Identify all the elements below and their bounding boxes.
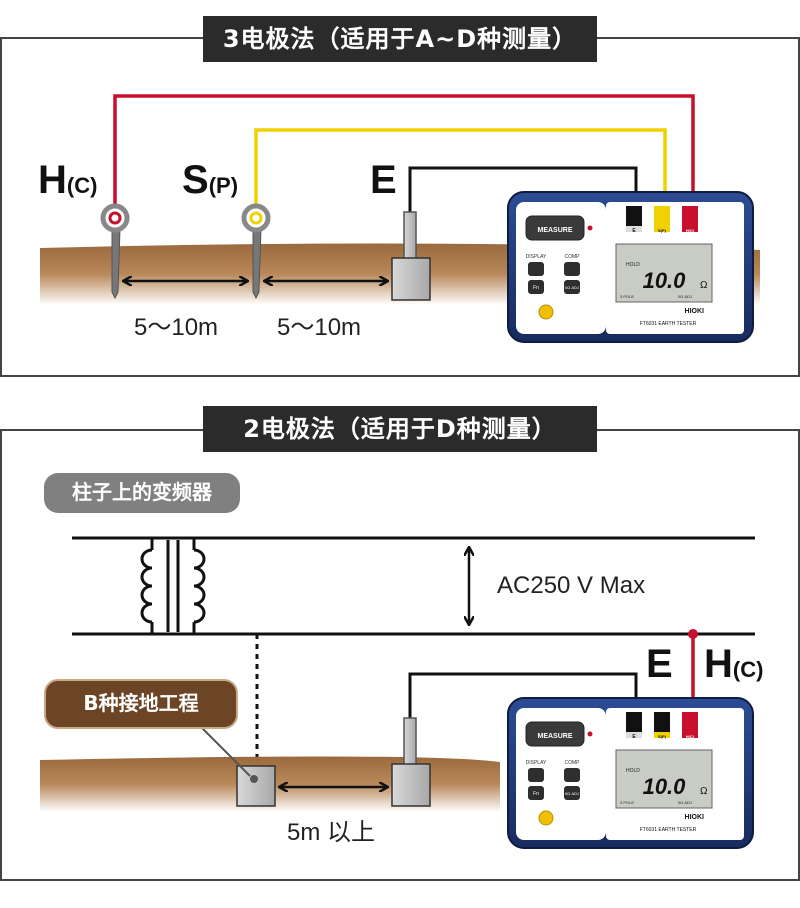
s-probe	[241, 203, 271, 300]
comp-button-label: COMP	[565, 254, 581, 260]
label-h2-sub: (C)	[732, 657, 764, 682]
lcd-zero-adj-2: 0Ω ADJ	[678, 800, 692, 805]
distance-label-3: 5m 以上	[287, 819, 376, 846]
red-wire-h	[113, 94, 695, 225]
lcd-zero-adj: 0Ω ADJ	[678, 294, 692, 299]
lcd-reading: 10.0	[643, 268, 687, 293]
h-probe	[100, 203, 130, 300]
transformer-tag: 柱子上的变频器	[44, 473, 240, 513]
earth-tester-2: MEASURE DISPLAY COMP Fn 0Ω ADJ E S(P) H(…	[507, 697, 754, 849]
lcd-reading-2: 10.0	[643, 774, 687, 799]
label-s-main: S	[182, 158, 209, 202]
b-ground-tag: B种接地工程	[44, 679, 238, 729]
b-ground-leader-dot	[250, 775, 258, 783]
panel1-title: 3电极法（适用于A~D种测量）	[203, 16, 597, 62]
zero-adj-button-label-2: 0Ω ADJ	[565, 791, 579, 796]
lcd-mode-2: 3 POLE	[620, 800, 634, 805]
measure-button-label: MEASURE	[537, 227, 572, 234]
distance-label-2: 5～10m	[277, 314, 362, 341]
b-ground-block	[236, 765, 276, 807]
terminal-e-label: E	[632, 228, 636, 234]
fn-button-label-2: Fn	[533, 791, 539, 797]
lcd-unit-2: Ω	[700, 786, 708, 797]
label-h-main: H	[38, 158, 67, 202]
label-h-sub: (C)	[66, 173, 98, 198]
display-button-label: DISPLAY	[526, 254, 547, 260]
label-s-sub: (P)	[208, 173, 239, 198]
terminal-e-label-2: E	[632, 734, 636, 740]
terminal-s-label: S(P)	[658, 228, 667, 233]
brand-label: HIOKI	[685, 308, 705, 315]
b-ground-leader	[195, 721, 251, 777]
fn-button-label: Fn	[533, 285, 539, 291]
e-electrode-2	[391, 717, 431, 807]
voltage-label: AC250 V Max	[497, 572, 646, 599]
brand-label-2: HIOKI	[685, 814, 705, 821]
label-h2-main: H	[704, 642, 733, 686]
zero-adj-button-label: 0Ω ADJ	[565, 285, 579, 290]
yellow-wire-s	[254, 128, 667, 225]
lcd-hold-2: HOLD	[626, 768, 640, 774]
label-h2: H(C)	[704, 644, 763, 690]
lcd-unit: Ω	[700, 280, 708, 291]
red-wire-junction	[688, 629, 698, 639]
model-label-2: FT6031 EARTH TESTER	[640, 827, 697, 833]
label-s: S(P)	[182, 160, 238, 206]
label-h: H(C)	[38, 160, 97, 206]
panel2-title: 2电极法（适用于D种测量）	[203, 406, 597, 452]
e-electrode	[391, 211, 431, 301]
terminal-h-label-2: H(C)	[686, 734, 695, 739]
model-label: FT6031 EARTH TESTER	[640, 321, 697, 327]
label-e2: E	[646, 642, 673, 686]
terminal-h-label: H(C)	[686, 228, 695, 233]
measure-button-label-2: MEASURE	[537, 733, 572, 740]
transformer-symbol	[72, 536, 206, 636]
earth-tester-1: MEASURE DISPLAY COMP Fn 0Ω ADJ E S(P) H(…	[507, 191, 754, 343]
lcd-hold: HOLD	[626, 262, 640, 268]
comp-button-label-2: COMP	[565, 760, 581, 766]
display-button-label-2: DISPLAY	[526, 760, 547, 766]
lcd-mode: 3 POLE	[620, 294, 634, 299]
terminal-s-label-2: S(P)	[658, 734, 667, 739]
label-e: E	[370, 158, 397, 202]
distance-label-1: 5～10m	[134, 314, 219, 341]
